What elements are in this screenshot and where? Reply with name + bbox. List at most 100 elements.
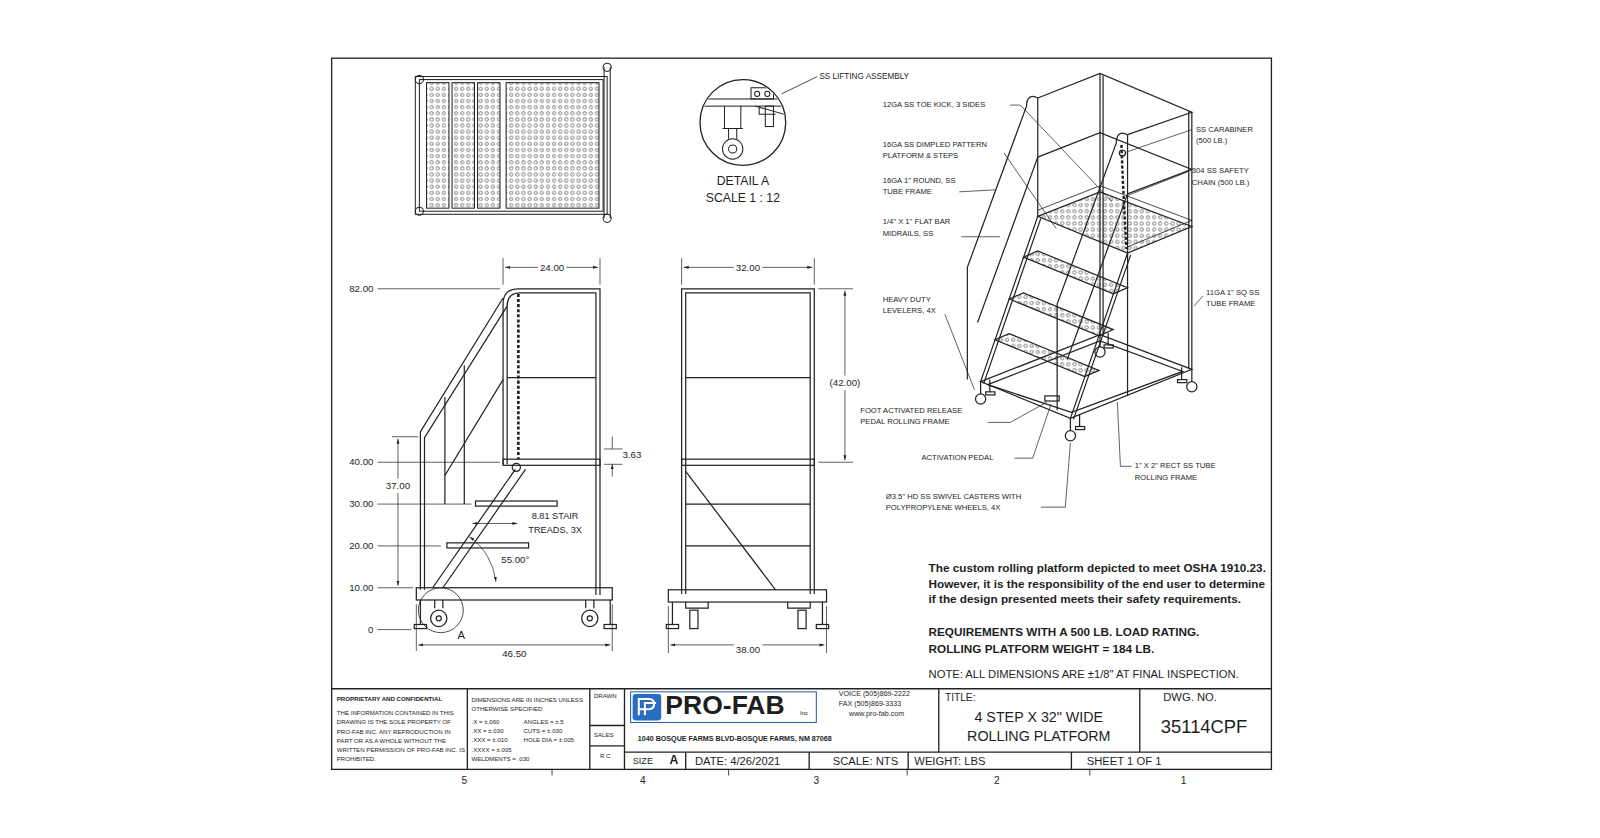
dimension-label: 8.81 STAIR TREADS, 3X [521,510,588,537]
top-view [427,83,449,209]
title-block-text: ANGLES = ±.5 [523,718,563,727]
isometric-view [981,335,1192,431]
isometric-view [1045,396,1059,401]
company-logo [639,699,656,715]
callout-label: FOOT ACTIVATED RELEASE PEDAL ROLLING FRA… [860,406,984,428]
dimension-label: 10.00 [349,581,373,595]
leader-line [1127,130,1192,152]
isometric-view [978,157,1038,322]
top-view [603,63,611,71]
note-text: ROLLING PLATFORM WEIGHT = 184 LB. [929,641,1155,656]
side-view [436,616,441,621]
side-view [435,600,594,608]
detail-a [751,88,773,99]
isometric-view [1038,73,1192,134]
title-block-text: www.pro-fab.com [849,709,904,719]
top-view [415,76,423,84]
title-block-text: FAX (505)869-3333 [839,699,901,709]
front-view [686,602,810,608]
title-block-text: SCALE: NTS [833,754,898,769]
title-block-text: DIMENSIONS ARE IN INCHES UNLESS OTHERWIS… [471,696,585,714]
title-block-text: SHEET 1 OF 1 [1087,754,1162,769]
note-text: NOTE: ALL DIMENSIONS ARE ±1/8" AT FINAL … [929,667,1239,682]
dimension-label: (42.00) [827,376,862,390]
top-view [604,67,610,218]
title-block-text: DRAWN [594,692,617,701]
callout-label: HEAVY DUTY LEVELERS, 4X [883,295,954,317]
dimension-label: 3.63 [622,448,641,462]
detail-a [694,88,796,159]
callout-label: 1/4" X 1" FLAT BAR MIDRAILS, SS [883,217,977,239]
title-block-text: 35114CPF [1161,716,1247,740]
front-view [668,590,826,602]
title-block-text: WELDMENTS = .030 [471,755,529,764]
front-view [686,471,776,589]
callout-label: SS CARABINER (500 LB.) [1196,124,1269,146]
leader-line [961,236,1000,237]
isometric-view [1057,133,1127,410]
callout-label: ACTIVATION PEDAL [921,453,993,464]
detail-label: SCALE 1 : 12 [706,191,780,207]
isometric-view [1009,293,1113,336]
leader-line [1117,402,1131,466]
top-view [419,80,603,212]
front-view [686,378,810,546]
side-view-dimensions [469,537,496,582]
side-view [414,289,616,633]
title-block-text: Inc [800,709,808,718]
title-block-text: CUTS = ±.030 [523,727,562,736]
isometric-view [981,335,1192,419]
isometric-view [1178,380,1187,383]
title-block-text: WEIGHT: LBS [914,754,985,769]
title-block-text: R C [600,752,611,761]
dimension-label: 46.50 [500,647,528,661]
isometric-view [1038,133,1192,194]
detail-label: DETAIL A [717,174,769,190]
callout-label: 12GA SS TOE KICK, 3 SIDES [883,100,986,111]
side-view [433,469,526,587]
dimension-label: 20.00 [349,539,373,553]
title-block-text: .X = ±.060 [471,718,499,727]
front-view [682,289,815,594]
title-block-text: DATE: 4/26/2021 [695,754,780,769]
dimension-label: A [455,627,467,642]
side-view-dimensions [604,449,622,464]
zone-number: 4 [640,774,646,787]
note-text: The custom rolling platform depicted to … [929,561,1272,607]
isometric-view [1187,382,1197,392]
front-view-dimensions [682,258,815,285]
side-view [582,610,598,626]
dimension-label: 38.00 [734,643,762,657]
detail-a [729,145,737,153]
title-block-text: .XXXX = ±.005 [471,745,511,754]
callout-label: Ø3.5" HD SS SWIVEL CASTERS WITH POLYPROP… [886,492,1039,514]
side-view [445,380,503,476]
side-view [507,293,596,595]
detail-a [694,77,817,166]
leader-line [959,190,996,192]
zone-number: 2 [994,774,1000,787]
isometric-view [1119,150,1125,156]
side-view-dimensions [472,523,517,524]
detail-a [722,139,742,159]
side-view [587,616,592,621]
isometric-view [1023,251,1127,294]
front-view [682,459,815,465]
side-view-dimensions [397,439,398,586]
isometric-view [1038,73,1192,395]
leader-line [945,314,975,390]
detail-a [765,91,770,96]
dimension-label: 32.00 [734,260,762,274]
isometric-view [1065,431,1075,441]
title-block-text: SIZE [633,755,653,768]
callout-label: 16GA 1" ROUND, SS TUBE FRAME [883,176,965,198]
side-view-dimensions [612,437,613,477]
detail-a [782,77,818,94]
dimension-label: 37.00 [384,479,412,493]
leader-line [945,105,1203,507]
detail-a [755,91,760,96]
sheet-border [552,769,1090,775]
top-view [506,83,599,209]
isometric-view [986,392,995,395]
